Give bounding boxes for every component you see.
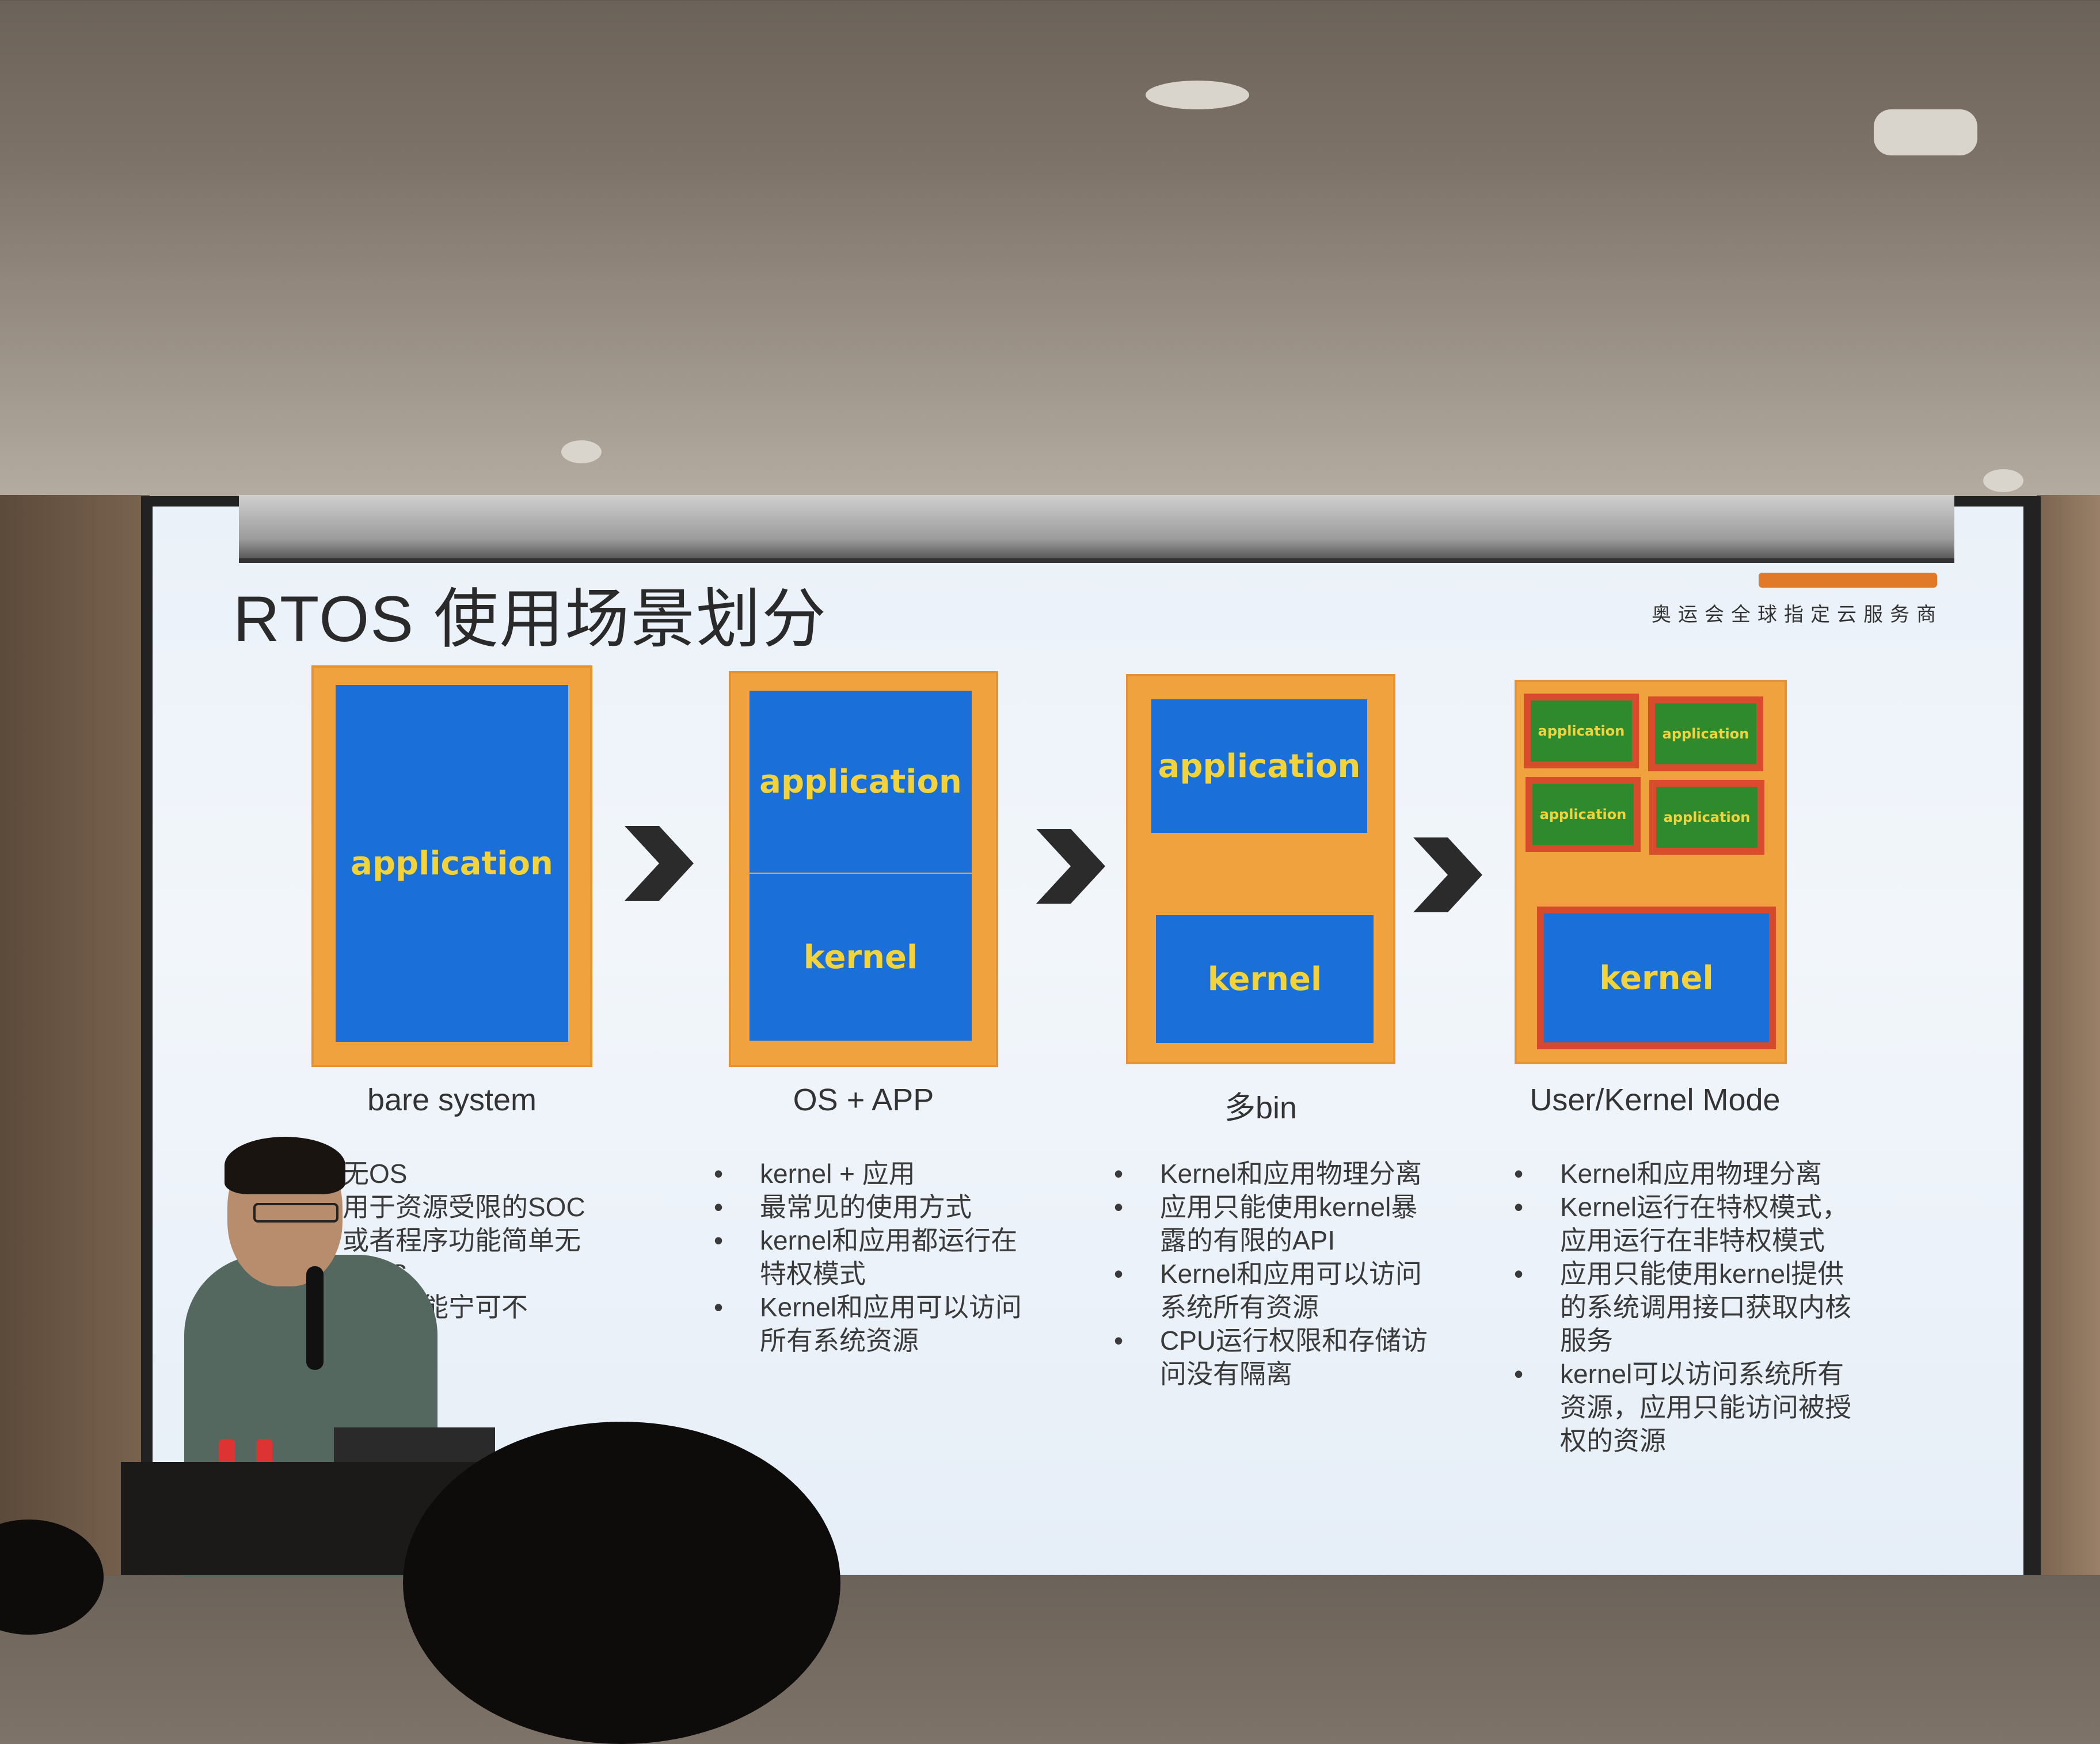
bullet-dot-icon: • (1514, 1359, 1524, 1389)
microphone-icon (306, 1266, 324, 1370)
kernel-block: kernel (1156, 915, 1374, 1043)
list-item: •kernel可以访问系统所有资源，应用只能访问被授权的资源 (1514, 1357, 1859, 1457)
bullet-dot-icon: • (1514, 1159, 1524, 1189)
list-item: •kernel + 应用 (714, 1157, 1036, 1190)
audience-head (403, 1422, 840, 1744)
left-wall (0, 495, 150, 1575)
list-item: •Kernel和应用可以访问所有系统资源 (714, 1290, 1036, 1357)
diagram-user-kernel-mode: application application application appl… (1517, 682, 1785, 1062)
bullet-dot-icon: • (1514, 1192, 1524, 1222)
list-item: •Kernel和应用物理分离 (1514, 1157, 1859, 1190)
chevron-right-icon (625, 826, 694, 901)
list-item: 无OS (343, 1159, 408, 1189)
ceiling-sensor (1874, 109, 1977, 155)
bullet-list-multi-bin: •Kernel和应用物理分离 •应用只能使用kernel暴露的有限的API •K… (1114, 1157, 1436, 1391)
projected-slide: RTOS 使用场景划分 奥运会全球指定云服务商 application bare… (153, 507, 2023, 1575)
speaker-glasses (253, 1203, 338, 1223)
bullet-dot-icon: • (1114, 1192, 1124, 1222)
list-item: •kernel和应用都运行在特权模式 (714, 1224, 1036, 1290)
application-block: application (1649, 780, 1764, 855)
bullet-dot-icon: • (1114, 1326, 1124, 1355)
list-item: •最常见的使用方式 (714, 1190, 1036, 1224)
smoke-detector (561, 440, 602, 463)
list-item: •应用只能使用kernel提供的系统调用接口获取内核服务 (1514, 1257, 1859, 1357)
list-item: •应用只能使用kernel暴露的有限的API (1114, 1190, 1436, 1257)
bullet-dot-icon: • (1114, 1259, 1124, 1289)
ceiling-light (1146, 81, 1249, 109)
chevron-right-icon (1036, 829, 1105, 904)
application-block: application (1648, 696, 1763, 771)
list-item: •Kernel和应用物理分离 (1114, 1157, 1436, 1190)
application-block: application (336, 685, 568, 1042)
diagram-os-app: application kernel (731, 673, 996, 1065)
bullet-dot-icon: • (1114, 1159, 1124, 1189)
list-item: •Kernel和应用可以访问系统所有资源 (1114, 1257, 1436, 1324)
diagram-multi-bin: application kernel (1128, 676, 1393, 1062)
list-item: 或者程序功能简单无 (343, 1225, 581, 1255)
kernel-block: kernel (1537, 907, 1776, 1049)
application-block: application (1151, 699, 1367, 833)
diagram-caption: bare system (367, 1083, 537, 1117)
list-item: •Kernel运行在特权模式，应用运行在非特权模式 (1514, 1190, 1859, 1257)
application-block: application (1525, 777, 1641, 852)
sponsor-tagline: 奥运会全球指定云服务商 (1652, 604, 1943, 626)
smoke-detector (1983, 469, 2023, 492)
right-wall (2037, 495, 2100, 1575)
bullet-dot-icon: • (714, 1225, 724, 1255)
bullet-list-user-kernel-mode: •Kernel和应用物理分离 •Kernel运行在特权模式，应用运行在非特权模式… (1514, 1157, 1859, 1457)
diagram-bare-system: application (314, 668, 590, 1065)
diagram-caption: 多bin (1224, 1091, 1298, 1125)
application-block: application (750, 691, 972, 873)
bullet-dot-icon: • (714, 1292, 724, 1322)
list-item: 用于资源受限的SOC (343, 1192, 585, 1222)
sponsor-logo (1759, 573, 1937, 588)
application-block: application (1524, 694, 1639, 768)
laptop (334, 1427, 495, 1468)
speaker-hair (225, 1137, 345, 1194)
bullet-dot-icon: • (714, 1192, 724, 1222)
bullet-dot-icon: • (1514, 1259, 1524, 1289)
kernel-block: kernel (750, 874, 972, 1041)
slide-title: RTOS 使用场景划分 (233, 583, 828, 655)
projector-screen-roller (239, 495, 1954, 563)
chevron-right-icon (1413, 837, 1482, 912)
bullet-dot-icon: • (714, 1159, 724, 1189)
list-item: •CPU运行权限和存储访问没有隔离 (1114, 1324, 1436, 1391)
diagram-caption: OS + APP (793, 1083, 934, 1117)
diagram-caption: User/Kernel Mode (1530, 1083, 1781, 1117)
bullet-list-os-app: •kernel + 应用 •最常见的使用方式 •kernel和应用都运行在特权模… (714, 1157, 1036, 1357)
